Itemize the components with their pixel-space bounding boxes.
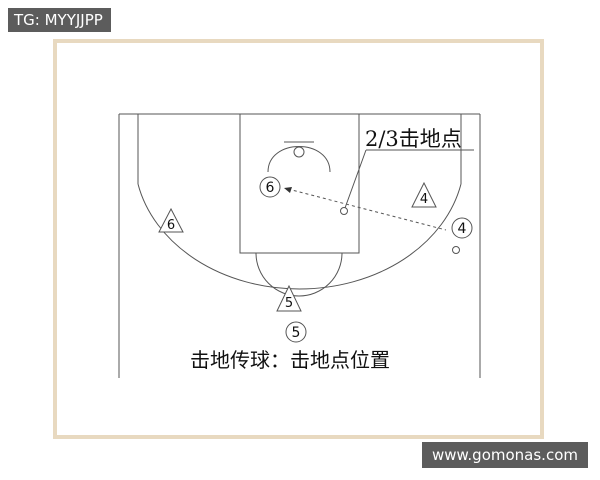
diagram-caption: 击地传球：击地点位置 (190, 348, 390, 372)
bounce-point-marker (340, 207, 348, 215)
svg-text:5: 5 (285, 296, 293, 311)
player-high-post: 6 (259, 176, 281, 198)
ball (452, 246, 460, 254)
hoop (293, 146, 305, 158)
offense-player-left-wing: 6 (158, 207, 184, 233)
svg-text:6: 6 (266, 180, 275, 196)
defense-player-right: 4 (451, 217, 473, 239)
svg-text:5: 5 (292, 325, 301, 341)
free-throw-arc (255, 252, 343, 297)
three-point-arc (137, 183, 462, 290)
bounce-point-label: 2/3击地点 (365, 127, 462, 151)
annotation-leader (344, 149, 367, 209)
paint (239, 113, 360, 254)
telegram-tag: TG: MYYJJPP (8, 8, 111, 32)
offense-player-right-wing: 4 (411, 181, 437, 208)
defense-player-top: 5 (285, 321, 307, 343)
pass-arrowhead (284, 187, 292, 193)
svg-text:4: 4 (420, 192, 428, 207)
court-lines (118, 113, 481, 378)
offense-player-top: 5 (276, 284, 302, 312)
picture-frame (53, 39, 544, 439)
site-watermark: www.gomonas.com (421, 442, 588, 468)
svg-text:4: 4 (458, 221, 467, 237)
svg-text:6: 6 (167, 218, 175, 233)
